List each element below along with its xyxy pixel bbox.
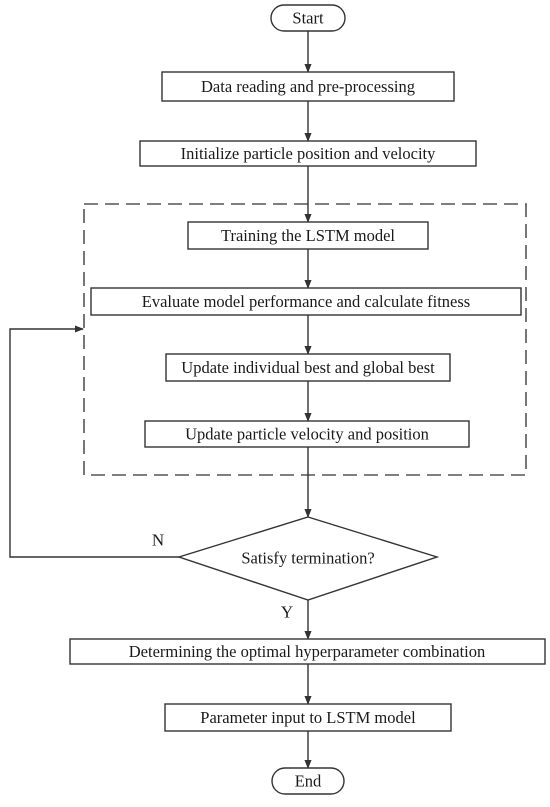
node-initialize: Initialize particle position and velocit…	[139, 140, 477, 167]
node-start: Start	[270, 4, 346, 32]
initialize-label: Initialize particle position and velocit…	[181, 144, 437, 163]
update-best-label: Update individual best and global best	[181, 358, 435, 377]
param-input-box	[164, 703, 452, 732]
node-evaluate: Evaluate model performance and calculate…	[90, 287, 522, 316]
node-end: End	[271, 767, 345, 795]
decision-label: Satisfy termination?	[241, 549, 374, 568]
data-reading-label: Data reading and pre-processing	[201, 77, 415, 96]
initialize-box	[139, 140, 477, 167]
end-terminal-shape	[271, 767, 345, 795]
training-label: Training the LSTM model	[221, 226, 395, 245]
update-particle-label: Update particle velocity and position	[185, 425, 429, 444]
edges	[9, 31, 312, 769]
start-terminal-shape	[270, 4, 346, 32]
training-box	[187, 221, 429, 250]
decision-diamond	[176, 516, 440, 601]
node-update-best: Update individual best and global best	[165, 353, 451, 382]
pso-loop-boundary	[83, 203, 527, 476]
evaluate-label: Evaluate model performance and calculate…	[142, 292, 470, 311]
determine-box	[69, 638, 546, 665]
node-update-particle: Update particle velocity and position	[144, 420, 470, 448]
edge-decision-no-loop-back	[9, 325, 179, 558]
node-decision: Satisfy termination?	[176, 516, 440, 601]
node-training: Training the LSTM model	[187, 221, 429, 250]
node-param-input: Parameter input to LSTM model	[164, 703, 452, 732]
determine-label: Determining the optimal hyperparameter c…	[129, 642, 485, 661]
evaluate-box	[90, 287, 522, 316]
update-best-box	[165, 353, 451, 382]
edge-label-no: N	[152, 531, 164, 550]
edge-label-yes: Y	[281, 603, 293, 622]
param-input-label: Parameter input to LSTM model	[200, 708, 416, 727]
update-particle-box	[144, 420, 470, 448]
node-determine: Determining the optimal hyperparameter c…	[69, 638, 546, 665]
start-label: Start	[292, 9, 324, 28]
node-data-reading: Data reading and pre-processing	[161, 71, 455, 102]
end-label: End	[295, 772, 322, 791]
data-reading-box	[161, 71, 455, 102]
